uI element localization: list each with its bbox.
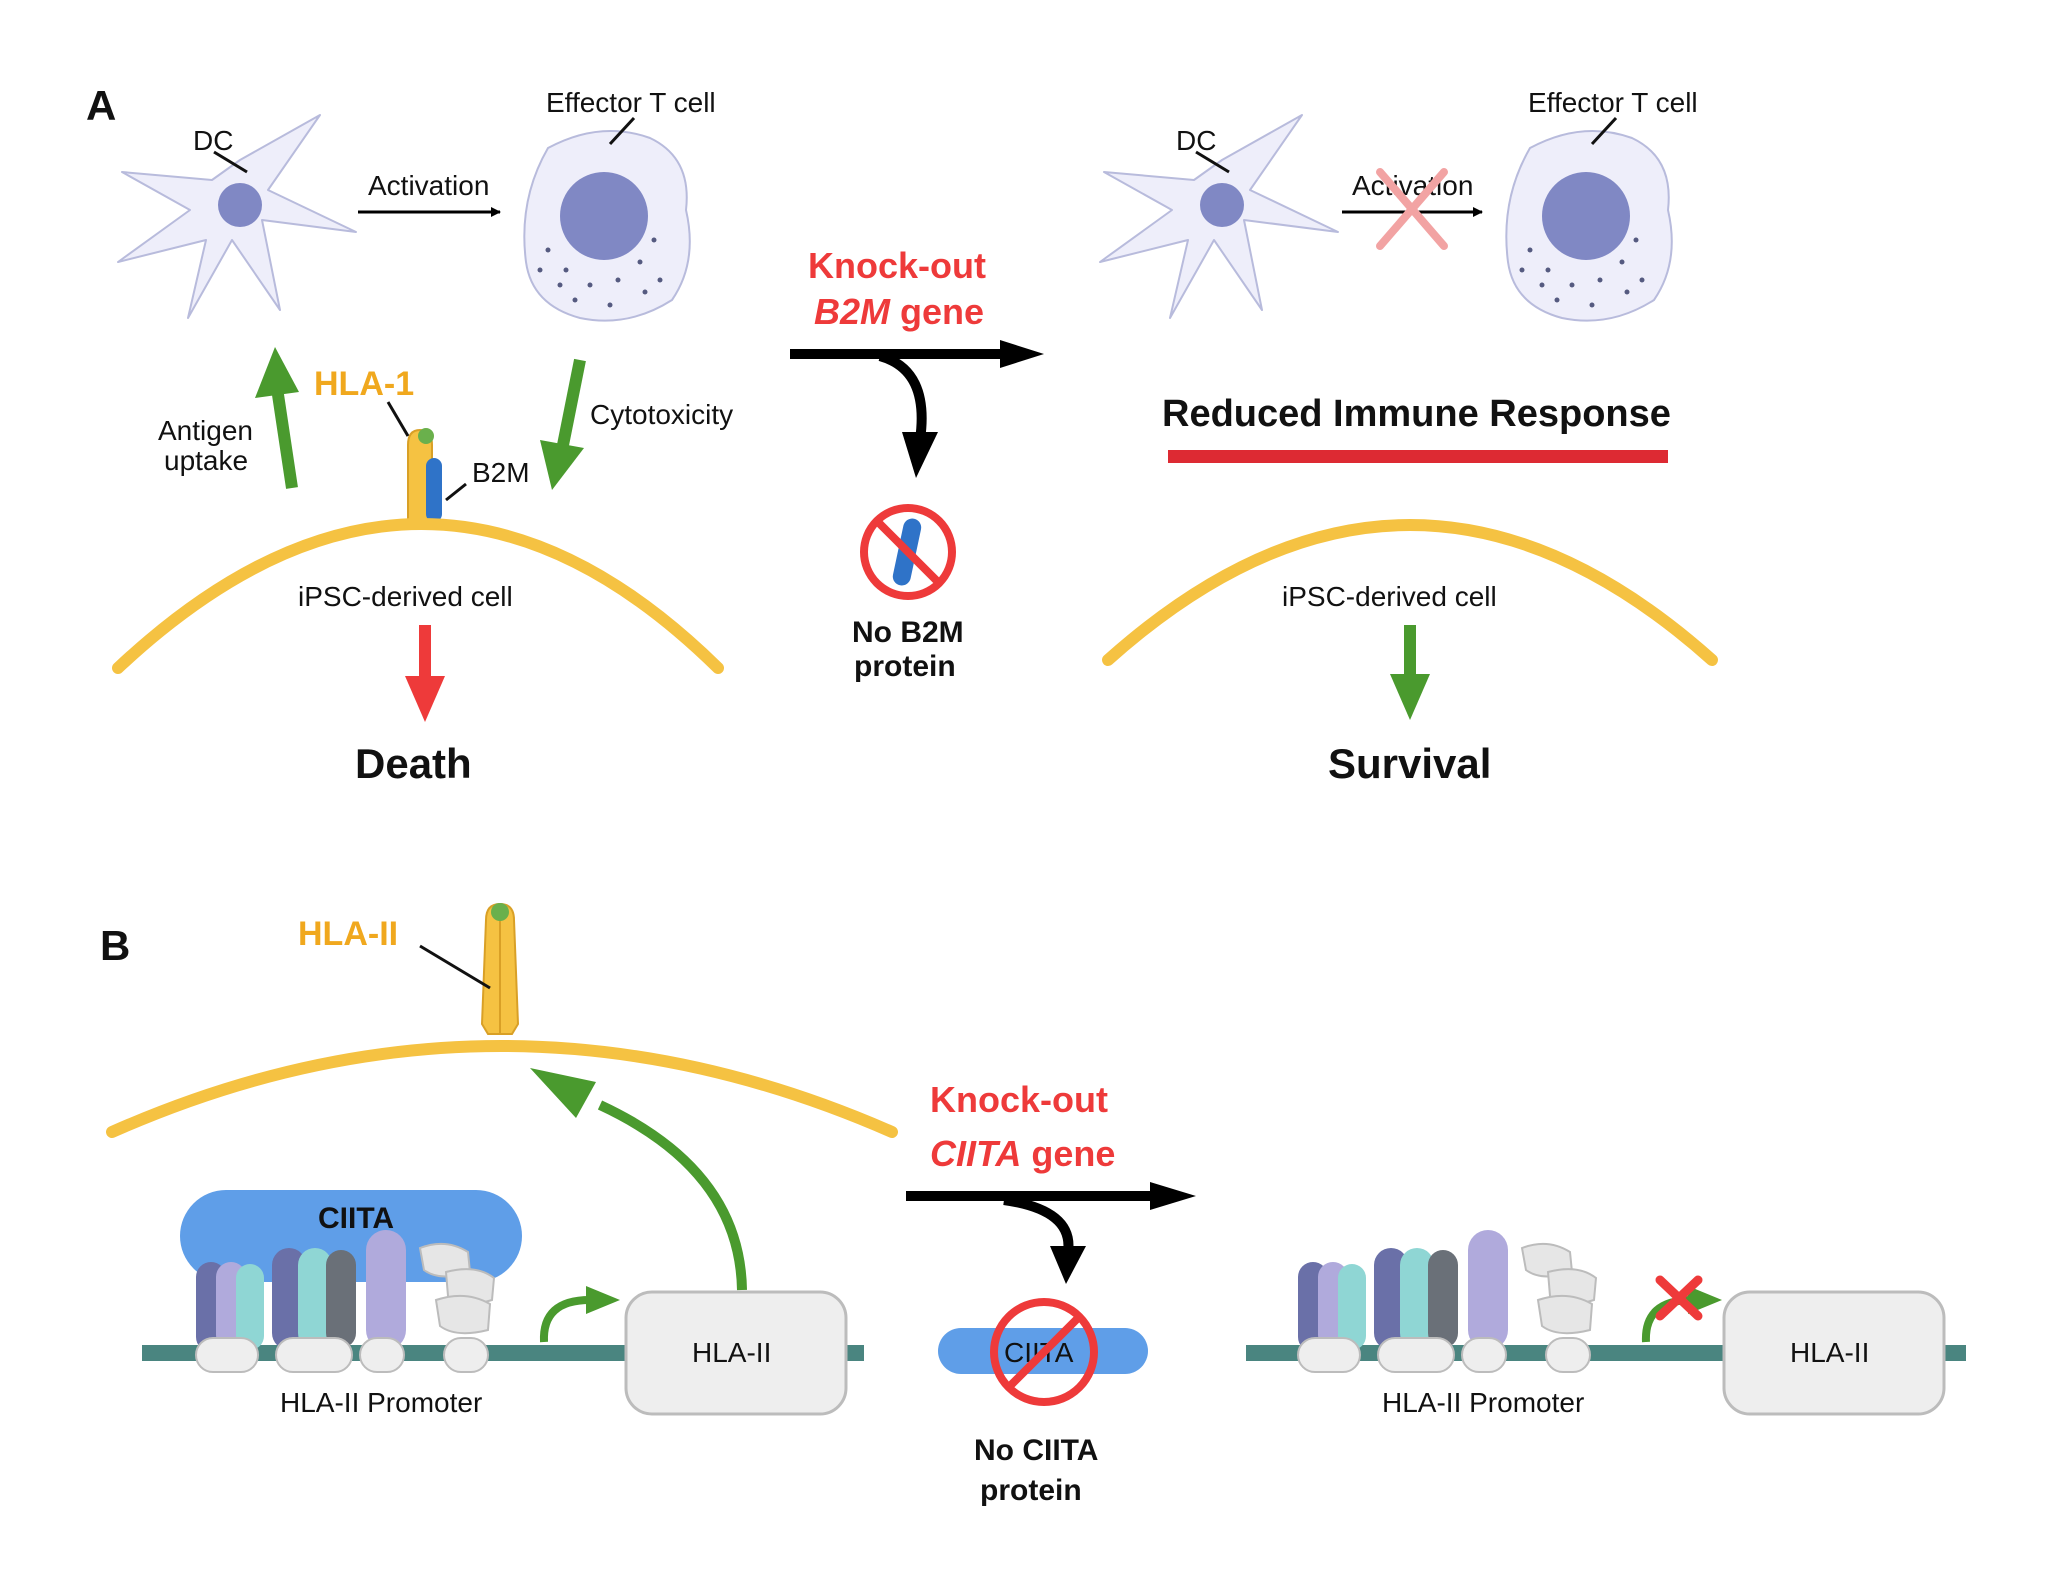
dc-pointer-right [1195,150,1230,174]
effector-pointer-left [608,116,636,146]
cell-membrane-b [106,1040,898,1138]
transcription-factor-complex-left [195,1230,496,1373]
blocked-transcription-x-icon [1655,1275,1703,1321]
cytotoxicity-arrow [540,358,586,490]
hla2-gene-box-right [1722,1290,1946,1416]
dendritic-cell-left [117,114,357,319]
hla2-label: HLA-II [298,915,398,953]
no-ciita-label-2: protein [980,1474,1082,1507]
effector-t-cell-right [1505,129,1673,322]
effector-label-right: Effector T cell [1528,87,1698,118]
knockout-gene-b: CIITA gene [930,1133,1115,1174]
knockout-gene-a: B2M gene [814,291,984,332]
no-ciita-label-1: No CIITA [974,1434,1098,1467]
cell-membrane-right [1102,519,1718,666]
no-b2m-icon [860,504,956,600]
effector-label-left: Effector T cell [546,87,716,118]
death-arrow [405,625,445,722]
effector-pointer-right [1590,116,1618,146]
cell-membrane-left [112,518,724,674]
hla1-pointer [386,401,410,437]
effector-t-cell-left [523,129,691,322]
no-b2m-label-2: protein [854,650,956,683]
hla2-gene-label-right: HLA-II [1790,1337,1869,1368]
reduced-response-label: Reduced Immune Response [1162,393,1671,435]
cell-label-left: iPSC-derived cell [298,581,513,612]
transcription-start-arrow-left [539,1286,620,1343]
antigen-label-2: uptake [164,445,248,476]
reduced-response-bar [1168,450,1668,463]
activation-label-left: Activation [368,170,489,201]
dc-label-right: DC [1176,125,1216,156]
expression-arrow [530,1068,747,1291]
transcription-factor-complex-right [1297,1230,1598,1373]
knockout-label-a: Knock-out [808,245,986,286]
hla2-gene-box-left [624,1290,848,1416]
activation-label-right: Activation [1352,170,1473,201]
dc-label-left: DC [193,125,233,156]
b2m-pointer [445,482,467,502]
hla2-gene-label-left: HLA-II [692,1337,771,1368]
antigen-label-1: Antigen [158,415,253,446]
hla2-pointer [419,944,491,990]
knockout-arrow-a [790,340,1044,478]
no-b2m-label-1: No B2M [852,616,964,649]
survival-arrow [1390,625,1430,720]
outcome-death: Death [355,740,472,787]
promoter-label-left: HLA-II Promoter [280,1387,482,1418]
promoter-label-right: HLA-II Promoter [1382,1387,1584,1418]
hla1-label: HLA-1 [314,365,414,403]
no-ciita-icon [990,1298,1098,1406]
hla1-molecule [407,428,442,527]
antigen-uptake-arrow [255,347,299,489]
knockout-label-b: Knock-out [930,1079,1108,1120]
knockout-arrow-b [906,1182,1196,1284]
blocked-x-icon [1376,168,1448,250]
dendritic-cell-right [1099,114,1339,319]
hla2-molecule [480,902,520,1035]
dc-pointer-left [213,150,248,174]
cytotoxicity-label: Cytotoxicity [590,399,733,430]
outcome-survival: Survival [1328,740,1491,787]
b2m-label: B2M [472,457,530,488]
cell-label-right: iPSC-derived cell [1282,581,1497,612]
ciita-label-left: CIITA [318,1202,394,1235]
panel-b-label: B [100,922,130,969]
panel-a-label: A [86,82,116,129]
